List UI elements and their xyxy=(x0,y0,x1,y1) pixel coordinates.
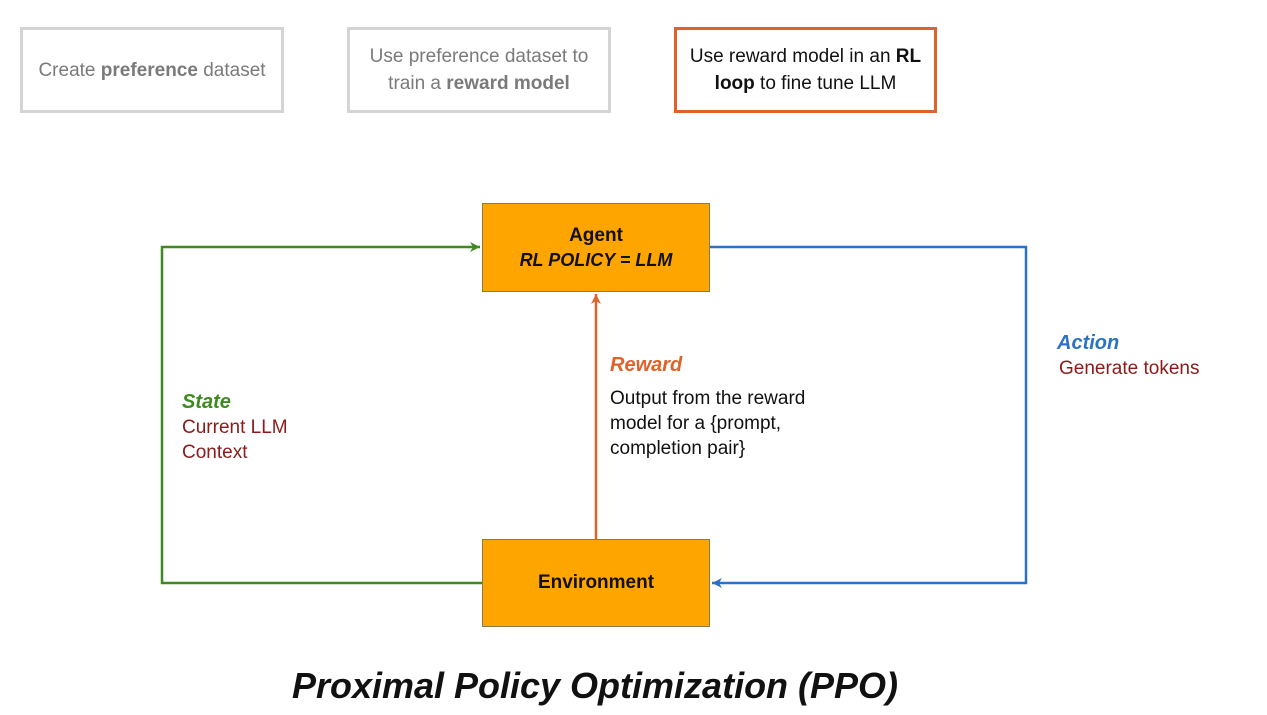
reward-description: Output from the reward model for a {prom… xyxy=(610,388,806,459)
state-heading: State xyxy=(182,391,231,413)
reward-heading: Reward xyxy=(610,354,683,376)
action-text: Generate tokens xyxy=(1059,358,1200,379)
state-line2: Context xyxy=(182,442,248,463)
agent-label: Agent xyxy=(569,224,623,246)
reward-label: Reward Output from the reward model for … xyxy=(610,353,860,461)
state-arrow xyxy=(160,242,482,585)
agent-box: Agent RL POLICY = LLM xyxy=(482,203,710,292)
action-label: Action Generate tokens xyxy=(1057,331,1199,381)
state-line1: Current LLM xyxy=(182,417,288,438)
state-label: State Current LLM Context xyxy=(182,390,288,465)
action-arrow xyxy=(710,245,1028,588)
environment-box: Environment xyxy=(482,539,710,627)
step-rl-loop: Use reward model in an RL loop to fine t… xyxy=(674,27,937,113)
environment-label: Environment xyxy=(537,572,655,593)
page-title: Proximal Policy Optimization (PPO) xyxy=(291,665,899,706)
action-heading: Action xyxy=(1057,332,1120,354)
step-create-preference-dataset: Create preference dataset xyxy=(20,27,284,113)
step-train-reward-model: Use preference dataset to train a reward… xyxy=(347,27,611,113)
agent-policy: RL POLICY = LLM xyxy=(519,249,673,270)
